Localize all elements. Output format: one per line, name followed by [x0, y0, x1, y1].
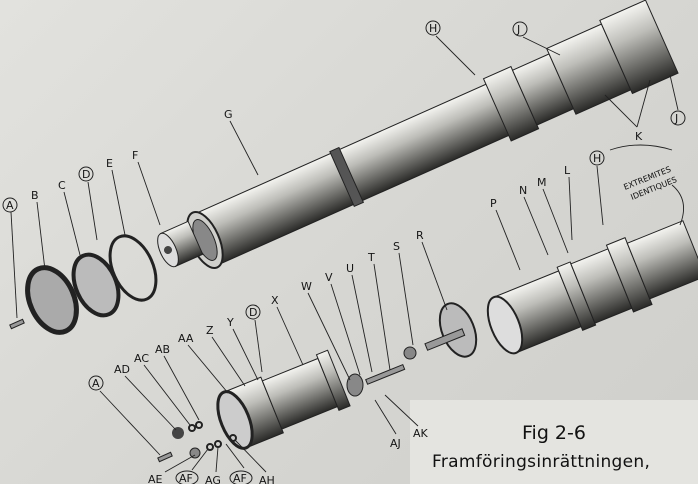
part-s [403, 346, 417, 360]
label-ab: AB [155, 343, 170, 356]
label-e: E [106, 157, 113, 170]
pin-a [9, 318, 25, 330]
label-k: K [635, 130, 643, 143]
label-b: B [31, 189, 39, 202]
part-ac [188, 424, 196, 432]
label-af-2: AF [233, 472, 247, 484]
assembly-x [216, 349, 351, 450]
figure-number: Fig 2-6 [522, 422, 586, 444]
part-ah [229, 434, 237, 442]
label-ag: AG [205, 474, 221, 484]
circled-labels: A D H J J H D A AF AF [2, 20, 686, 484]
part-ad [172, 427, 184, 439]
pin-a-lower [157, 451, 173, 463]
label-j-right: J [674, 112, 678, 125]
label-ad: AD [114, 363, 130, 376]
part-t [365, 364, 406, 385]
label-u: U [346, 262, 354, 275]
label-w: W [301, 280, 312, 293]
label-z: Z [206, 324, 214, 337]
label-ak: AK [413, 427, 429, 440]
label-f: F [132, 149, 138, 162]
ring-b [25, 265, 79, 335]
label-p: P [490, 197, 497, 210]
ring-c [71, 252, 121, 318]
leader-lines [10, 35, 679, 473]
label-ae: AE [148, 473, 163, 484]
label-j: J [516, 23, 520, 36]
label-ac: AC [134, 352, 149, 365]
label-ah: AH [259, 474, 275, 484]
label-a: A [6, 199, 14, 212]
label-h: H [429, 22, 437, 35]
label-d: D [82, 168, 90, 181]
assembly-p [486, 220, 698, 355]
label-r: R [416, 229, 424, 242]
label-g: G [224, 108, 233, 121]
caption-panel [410, 400, 698, 484]
label-d-lower: D [249, 306, 257, 319]
part-f [157, 220, 204, 268]
main-tube-g [186, 0, 679, 269]
note-arrow [609, 144, 673, 151]
label-s: S [393, 240, 400, 253]
label-a-lower: A [92, 377, 100, 390]
part-w [346, 373, 364, 397]
label-c: C [58, 179, 66, 192]
figure-caption: Framföringsinrättningen, [432, 452, 651, 472]
label-y: Y [226, 316, 234, 329]
part-af [206, 443, 214, 451]
label-m: M [537, 176, 547, 189]
note-arrow-down [671, 184, 685, 226]
part-ag [214, 440, 222, 448]
label-t: T [367, 251, 375, 264]
part-ae [189, 447, 201, 459]
label-aj: AJ [390, 437, 401, 450]
label-h-right: H [593, 152, 601, 165]
label-aa: AA [178, 332, 194, 345]
label-af: AF [179, 472, 193, 484]
label-x: X [271, 294, 279, 307]
part-ab [195, 421, 203, 429]
label-l: L [564, 164, 571, 177]
label-v: V [325, 271, 333, 284]
label-n: N [519, 184, 527, 197]
disc-r [424, 302, 478, 358]
